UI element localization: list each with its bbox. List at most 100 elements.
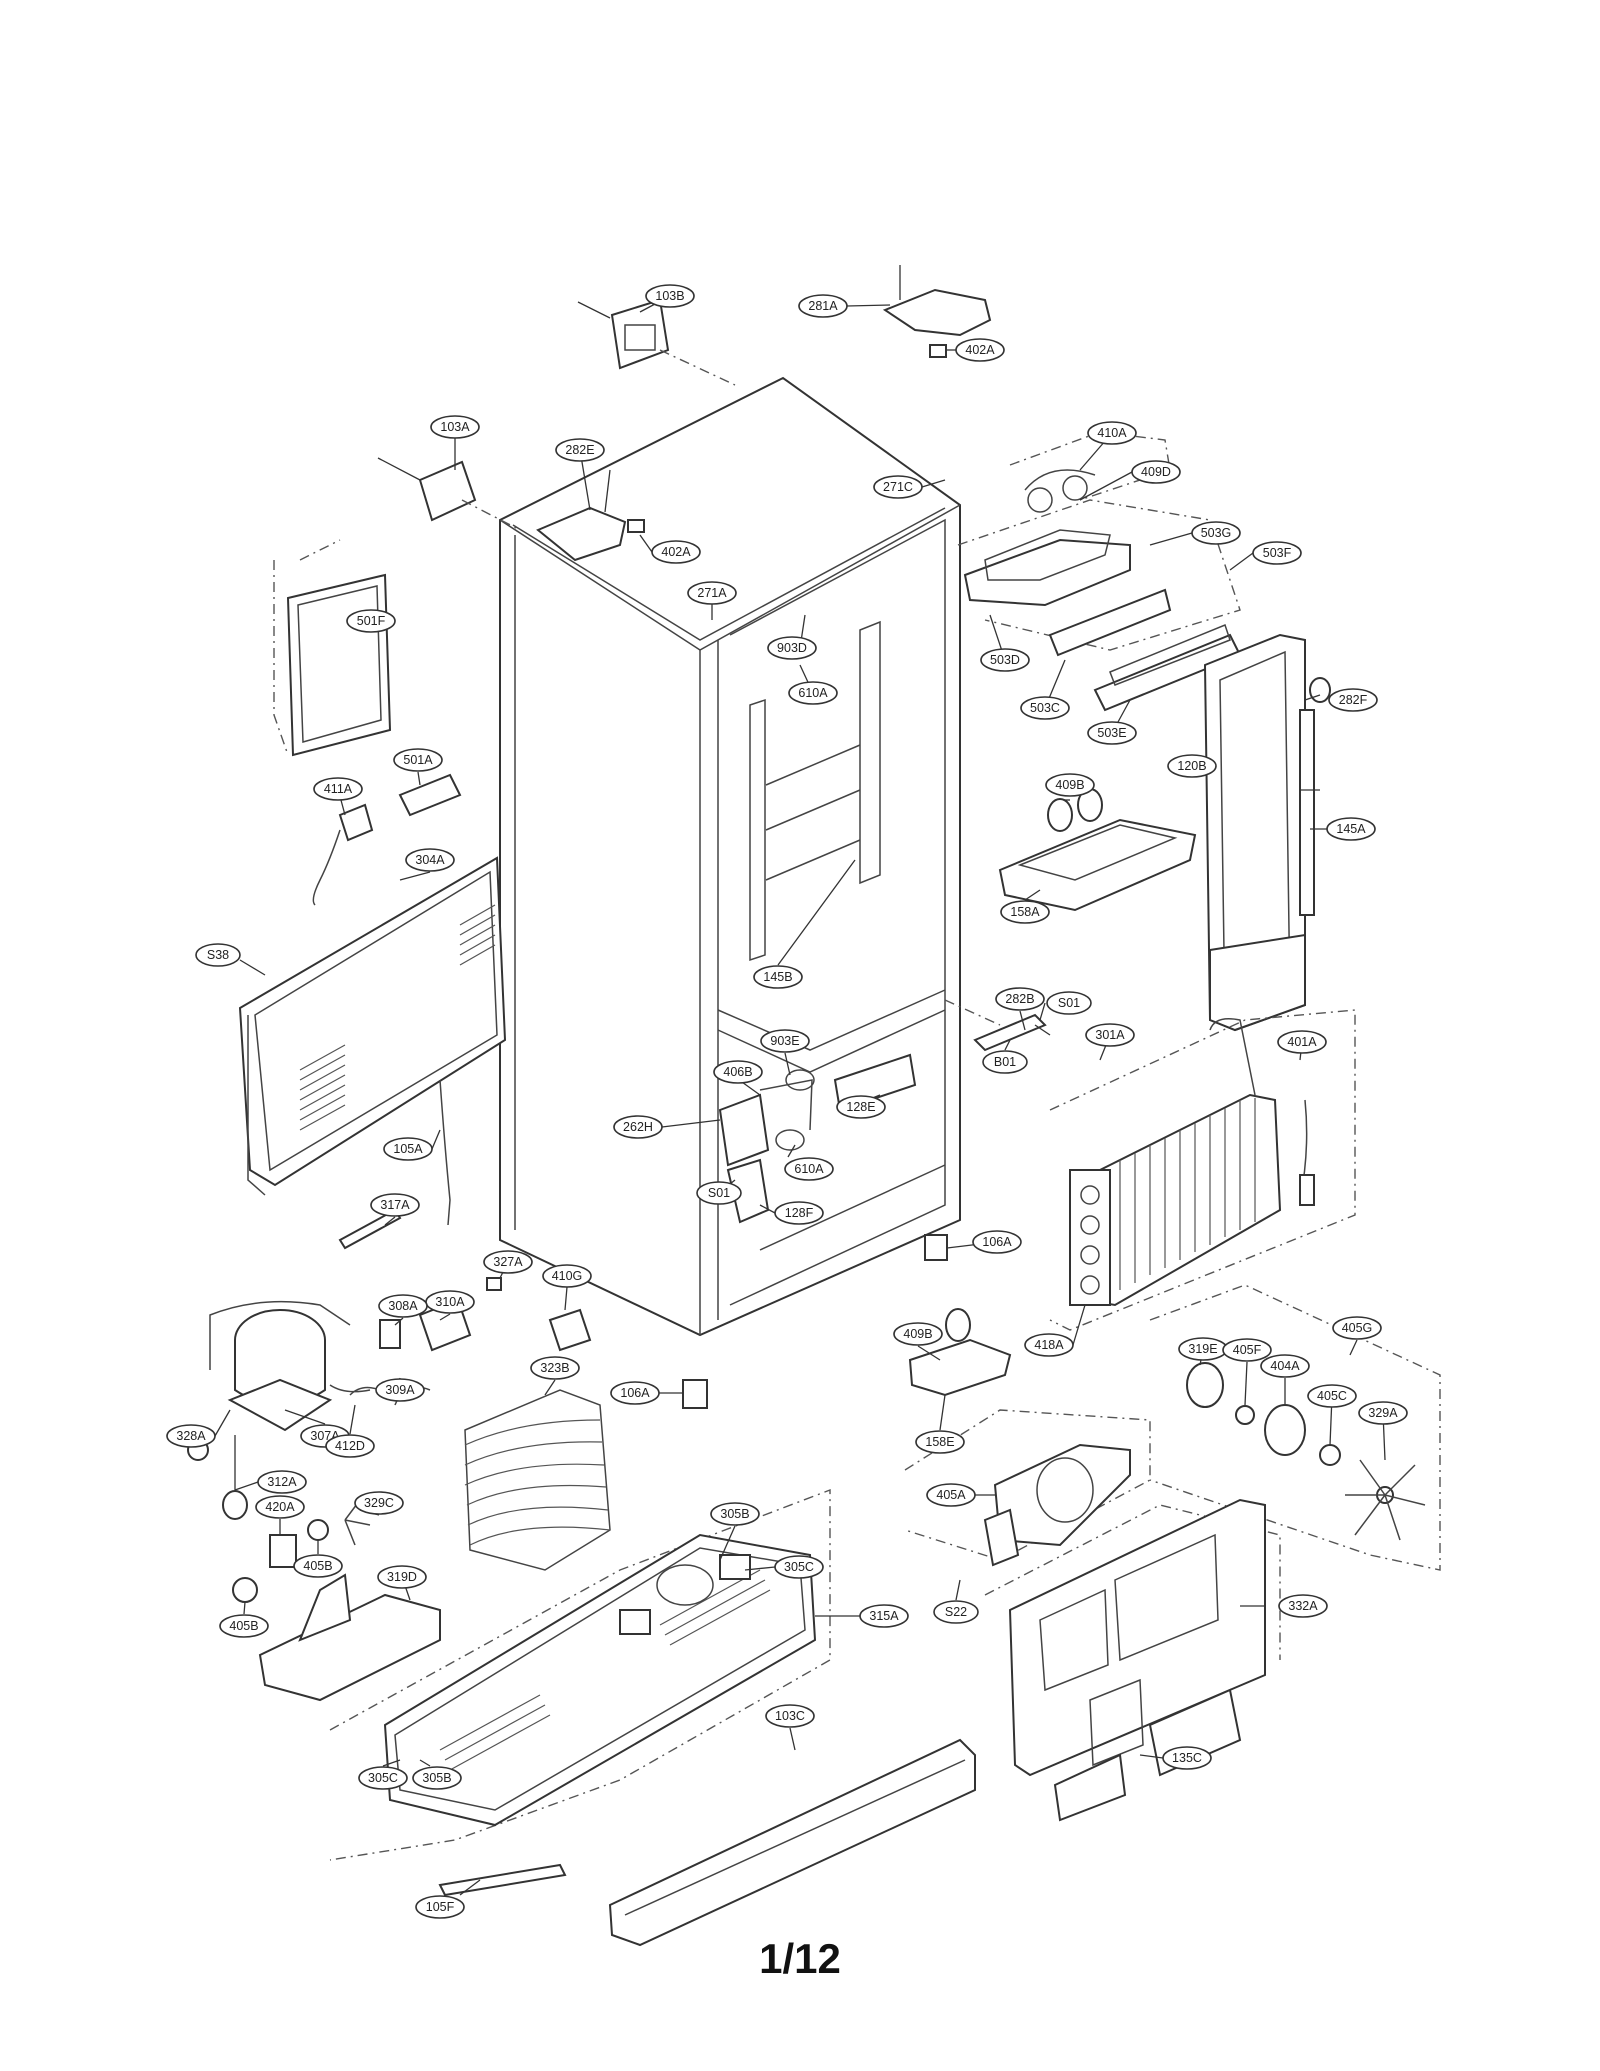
callout-158E: 158E [915,1430,965,1454]
callout-903D: 903D [767,636,817,660]
svg-text:282B: 282B [1005,992,1034,1006]
switch-plate-501A [398,773,462,817]
svg-text:103C: 103C [775,1709,805,1723]
callout-S22: S22 [933,1600,979,1624]
callout-305B: 305B [412,1766,462,1790]
callout-411A: 411A [313,777,363,801]
svg-text:405B: 405B [303,1559,332,1573]
callout-158A: 158A [1000,900,1050,924]
callout-304A: 304A [405,848,455,872]
callout-329A: 329A [1358,1401,1408,1425]
svg-text:319D: 319D [387,1570,417,1584]
svg-text:106A: 106A [982,1235,1012,1249]
svg-text:401A: 401A [1287,1035,1317,1049]
fan-blade-329A [1345,1459,1426,1541]
callout-410A: 410A [1087,421,1137,445]
callout-262H: 262H [613,1115,663,1139]
callout-418A: 418A [1024,1333,1074,1357]
callout-305B: 305B [710,1502,760,1526]
callout-S01: S01 [1046,991,1092,1015]
svg-text:315A: 315A [869,1609,899,1623]
svg-text:503G: 503G [1201,526,1232,540]
callout-503G: 503G [1191,521,1241,545]
svg-text:145A: 145A [1336,822,1366,836]
page-number: 1/12 [759,1935,841,1982]
callout-329C: 329C [354,1491,404,1515]
callout-420A: 420A [255,1495,305,1519]
callout-401A: 401A [1277,1030,1327,1054]
light-assembly [957,431,1242,712]
lower-brackets [718,1053,917,1224]
svg-text:319E: 319E [1188,1342,1217,1356]
svg-text:145B: 145B [763,970,792,984]
misc-small-parts [329,1079,1012,1409]
svg-text:317A: 317A [380,1198,410,1212]
svg-text:S01: S01 [708,1186,730,1200]
callout-309A: 309A [375,1378,425,1402]
callout-405B: 405B [293,1554,343,1578]
svg-text:409B: 409B [903,1327,932,1341]
svg-text:305C: 305C [784,1560,814,1574]
svg-text:262H: 262H [623,1120,653,1134]
strip-105F [438,1863,567,1897]
callout-405A: 405A [926,1483,976,1507]
callout-B01: B01 [982,1050,1028,1074]
svg-text:308A: 308A [388,1299,418,1313]
svg-text:158A: 158A [1010,905,1040,919]
svg-text:405G: 405G [1342,1321,1373,1335]
callout-S38: S38 [195,943,241,967]
callout-308A: 308A [378,1294,428,1318]
callout-282E: 282E [555,438,605,462]
callout-310A: 310A [425,1290,475,1314]
svg-text:503F: 503F [1263,546,1292,560]
svg-text:301A: 301A [1095,1028,1125,1042]
svg-text:418A: 418A [1034,1338,1064,1352]
callout-409D: 409D [1131,460,1181,484]
callout-301A: 301A [1085,1023,1135,1047]
base-plate-315A [329,1488,831,1861]
callout-610A: 610A [784,1157,834,1181]
svg-text:S01: S01 [1058,996,1080,1010]
callout-128F: 128F [774,1201,824,1225]
svg-text:501A: 501A [403,753,433,767]
svg-text:B01: B01 [994,1055,1016,1069]
condenser-coil-323B [464,1389,611,1571]
svg-text:305B: 305B [720,1507,749,1521]
callout-317A: 317A [370,1193,420,1217]
svg-text:328A: 328A [176,1429,206,1443]
svg-text:105A: 105A [393,1142,423,1156]
front-grille-103C [608,1738,976,1947]
callout-128E: 128E [836,1095,886,1119]
svg-text:S38: S38 [207,948,229,962]
callout-405C: 405C [1307,1384,1357,1408]
callout-120B: 120B [1167,754,1217,778]
callout-319E: 319E [1178,1337,1228,1361]
svg-text:120B: 120B [1177,759,1206,773]
hinge-bracket-281A [882,265,992,358]
power-cord-411A [312,803,374,906]
svg-text:305B: 305B [422,1771,451,1785]
rear-cover-332A [984,1498,1281,1822]
callout-106A: 106A [972,1230,1022,1254]
svg-text:106A: 106A [620,1386,650,1400]
callout-312A: 312A [257,1470,307,1494]
door-frame-501F [273,539,392,757]
evaporator-301A [1049,1009,1356,1331]
callout-315A: 315A [859,1604,909,1628]
svg-text:329A: 329A [1368,1406,1398,1420]
svg-text:903D: 903D [777,641,807,655]
callout-409B: 409B [1045,773,1095,797]
callout-410G: 410G [542,1264,592,1288]
svg-text:304A: 304A [415,853,445,867]
callout-405G: 405G [1332,1316,1382,1340]
svg-text:402A: 402A [965,343,995,357]
svg-text:503E: 503E [1097,726,1126,740]
callout-145B: 145B [753,965,803,989]
svg-text:332A: 332A [1288,1599,1318,1613]
svg-text:409D: 409D [1141,465,1171,479]
svg-text:409B: 409B [1055,778,1084,792]
hinge-cover-103A [377,457,521,531]
svg-text:610A: 610A [798,686,828,700]
fan-assembly-405G [1149,1284,1441,1571]
callout-281A: 281A [798,294,848,318]
